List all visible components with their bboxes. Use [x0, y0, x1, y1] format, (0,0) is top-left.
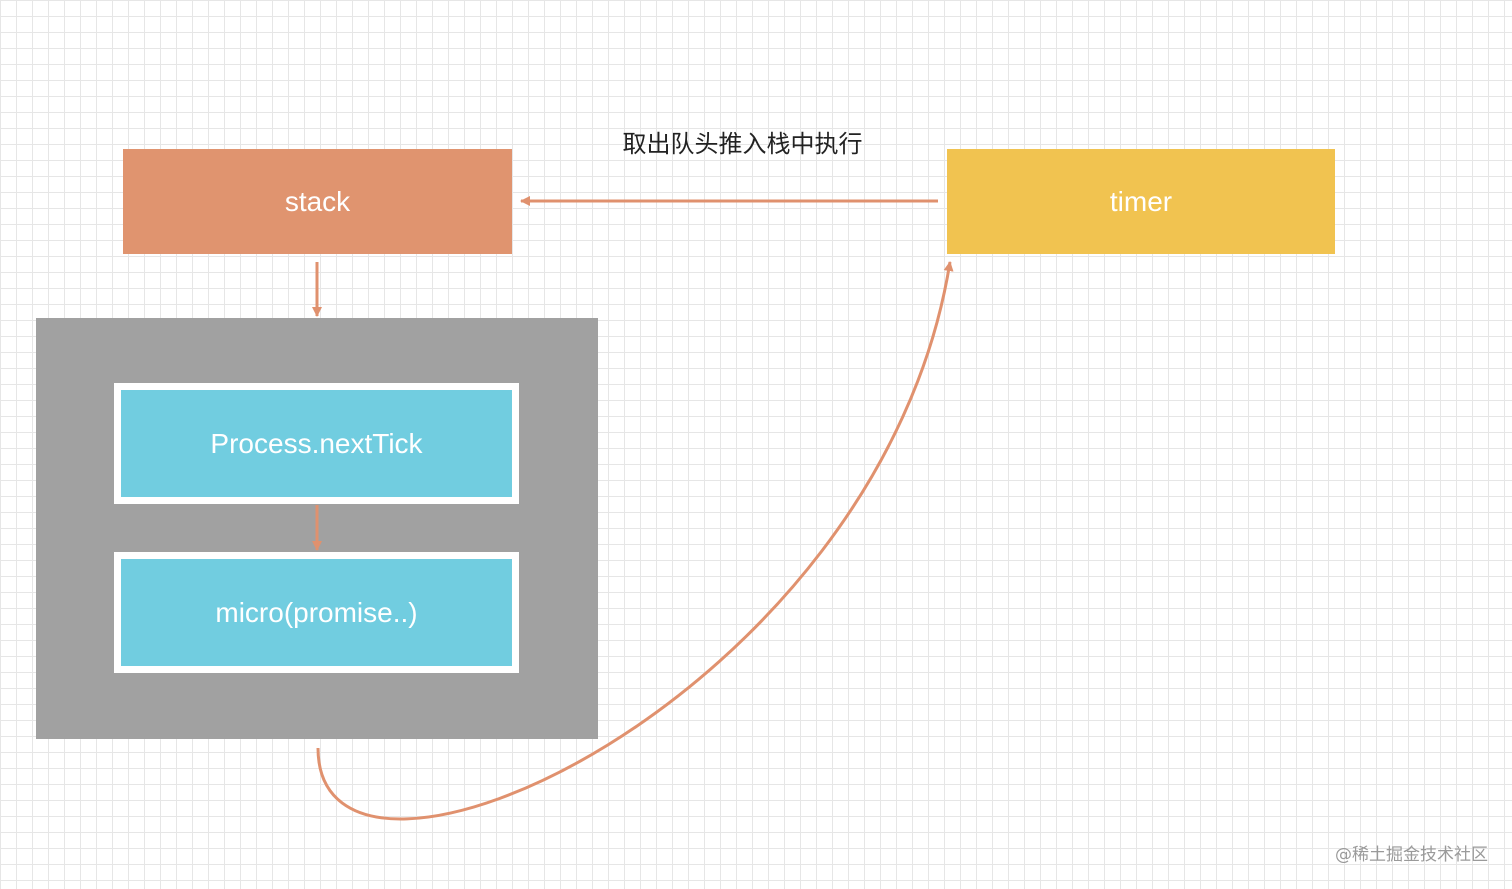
stack-node: stack	[123, 149, 512, 254]
watermark: @稀土掘金技术社区	[1335, 845, 1488, 865]
process-nexttick-label: Process.nextTick	[210, 427, 423, 459]
edge-label: 取出队头推入栈中执行	[622, 130, 863, 158]
process-nexttick-node: Process.nextTick	[114, 383, 519, 504]
arrow-group-to-timer	[316, 261, 954, 821]
timer-node: timer	[947, 149, 1335, 254]
stack-label: stack	[284, 185, 351, 217]
timer-label: timer	[1109, 185, 1173, 217]
micro-promise-label: micro(promise..)	[215, 596, 418, 628]
micro-promise-node: micro(promise..)	[114, 552, 519, 673]
